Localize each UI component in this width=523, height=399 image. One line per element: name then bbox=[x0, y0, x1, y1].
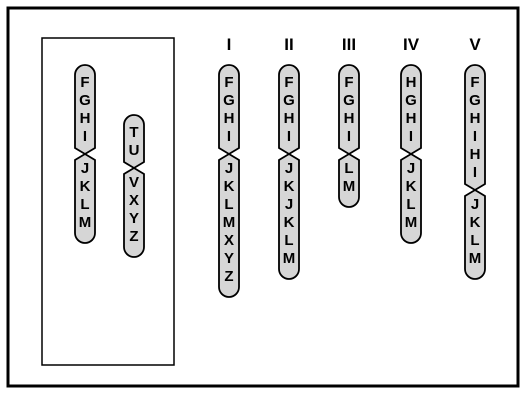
gene-label: F bbox=[344, 74, 353, 91]
gene-label: K bbox=[224, 178, 235, 195]
gene-label: H bbox=[470, 110, 481, 127]
gene-label: H bbox=[406, 74, 417, 91]
gene-label: K bbox=[470, 214, 481, 231]
gene-label: Z bbox=[224, 268, 233, 285]
gene-label: L bbox=[80, 196, 89, 213]
gene-label: F bbox=[284, 74, 293, 91]
gene-label: J bbox=[81, 160, 89, 177]
gene-label: K bbox=[284, 214, 295, 231]
gene-label: G bbox=[79, 92, 91, 109]
gene-label: H bbox=[344, 110, 355, 127]
gene-label: H bbox=[406, 110, 417, 127]
gene-label: I bbox=[473, 164, 477, 181]
variant-label: II bbox=[284, 35, 293, 54]
gene-label: M bbox=[223, 214, 236, 231]
gene-label: L bbox=[470, 232, 479, 249]
gene-label: X bbox=[129, 192, 139, 209]
gene-label: H bbox=[470, 146, 481, 163]
variant-label: IV bbox=[403, 35, 420, 54]
gene-label: J bbox=[285, 196, 293, 213]
gene-label: K bbox=[406, 178, 417, 195]
gene-label: F bbox=[80, 74, 89, 91]
parental-pair-box bbox=[42, 38, 174, 365]
gene-label: M bbox=[343, 178, 356, 195]
gene-label: G bbox=[469, 92, 481, 109]
gene-label: V bbox=[129, 174, 139, 191]
gene-label: H bbox=[80, 110, 91, 127]
gene-label: I bbox=[409, 128, 413, 145]
variant-label: III bbox=[342, 35, 356, 54]
gene-label: F bbox=[470, 74, 479, 91]
gene-label: K bbox=[284, 178, 295, 195]
gene-label: L bbox=[344, 160, 353, 177]
gene-label: G bbox=[343, 92, 355, 109]
gene-label: M bbox=[283, 250, 296, 267]
gene-label: M bbox=[79, 214, 92, 231]
gene-label: Y bbox=[224, 250, 234, 267]
gene-label: Y bbox=[129, 210, 139, 227]
chromosome-group: FGHIJKLMTUVXYZIFGHIJKLMXYZIIFGHIJKJKLMII… bbox=[75, 35, 485, 297]
gene-label: I bbox=[83, 128, 87, 145]
gene-label: K bbox=[80, 178, 91, 195]
variant-label: I bbox=[227, 35, 232, 54]
gene-label: J bbox=[285, 160, 293, 177]
gene-label: L bbox=[224, 196, 233, 213]
gene-label: G bbox=[223, 92, 235, 109]
gene-label: G bbox=[283, 92, 295, 109]
gene-label: F bbox=[224, 74, 233, 91]
gene-label: J bbox=[225, 160, 233, 177]
gene-label: I bbox=[473, 128, 477, 145]
gene-label: M bbox=[469, 250, 482, 267]
gene-label: J bbox=[407, 160, 415, 177]
gene-label: M bbox=[405, 214, 418, 231]
gene-label: J bbox=[471, 196, 479, 213]
gene-label: X bbox=[224, 232, 234, 249]
gene-label: G bbox=[405, 92, 417, 109]
gene-label: H bbox=[224, 110, 235, 127]
gene-label: L bbox=[284, 232, 293, 249]
variant-label: V bbox=[469, 35, 481, 54]
gene-label: Z bbox=[129, 228, 138, 245]
gene-label: T bbox=[129, 124, 138, 141]
gene-label: U bbox=[129, 142, 140, 159]
gene-label: H bbox=[284, 110, 295, 127]
gene-label: I bbox=[347, 128, 351, 145]
gene-label: I bbox=[287, 128, 291, 145]
gene-label: I bbox=[227, 128, 231, 145]
gene-label: L bbox=[406, 196, 415, 213]
